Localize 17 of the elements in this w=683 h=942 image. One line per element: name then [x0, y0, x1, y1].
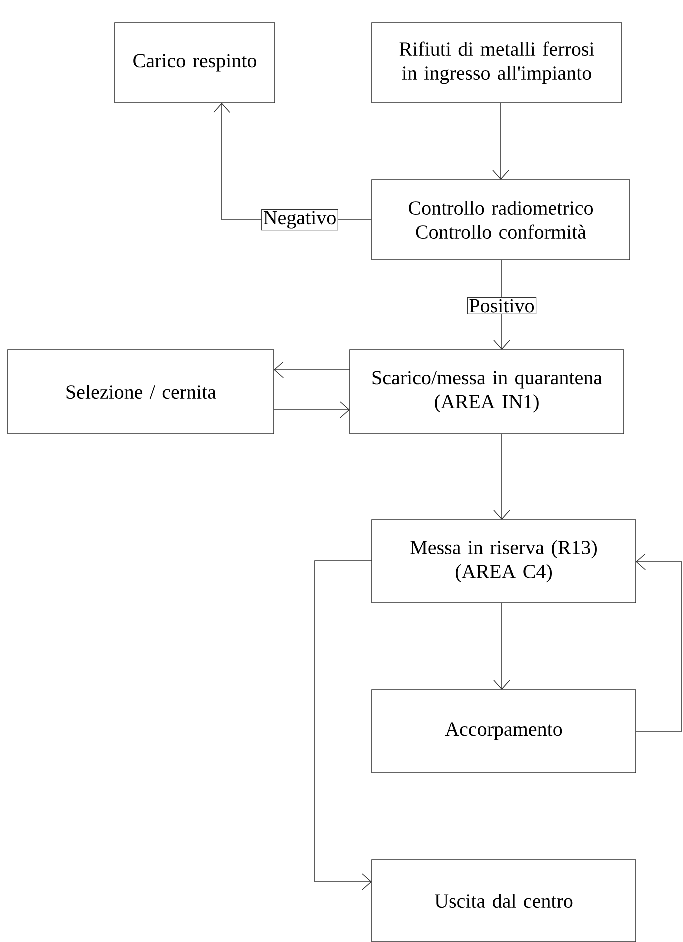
- arrow: [274, 402, 350, 418]
- arrow: [494, 434, 510, 520]
- arrow: [494, 602, 510, 690]
- process-box: Carico respinto: [114, 22, 276, 104]
- arrow: [492, 102, 510, 180]
- process-box: Accorpamento: [372, 690, 636, 774]
- arrow: [314, 560, 372, 890]
- arrow: [274, 362, 350, 378]
- process-box: Scarico/messa in quarantena (AREA IN1): [350, 350, 624, 434]
- process-box: Selezione / cernita: [8, 350, 274, 434]
- process-box: Controllo radiometrico Controllo conformità: [372, 180, 630, 260]
- arrow: [636, 554, 682, 732]
- process-box: Uscita dal centro: [372, 860, 636, 942]
- process-box: Rifiuti di metalli ferrosi in ingresso all'impianto: [372, 22, 622, 104]
- edge-label: Positivo: [467, 297, 537, 315]
- edge-label: Negativo: [262, 209, 338, 231]
- process-box: Messa in riserva (R13) (AREA C4): [372, 520, 636, 604]
